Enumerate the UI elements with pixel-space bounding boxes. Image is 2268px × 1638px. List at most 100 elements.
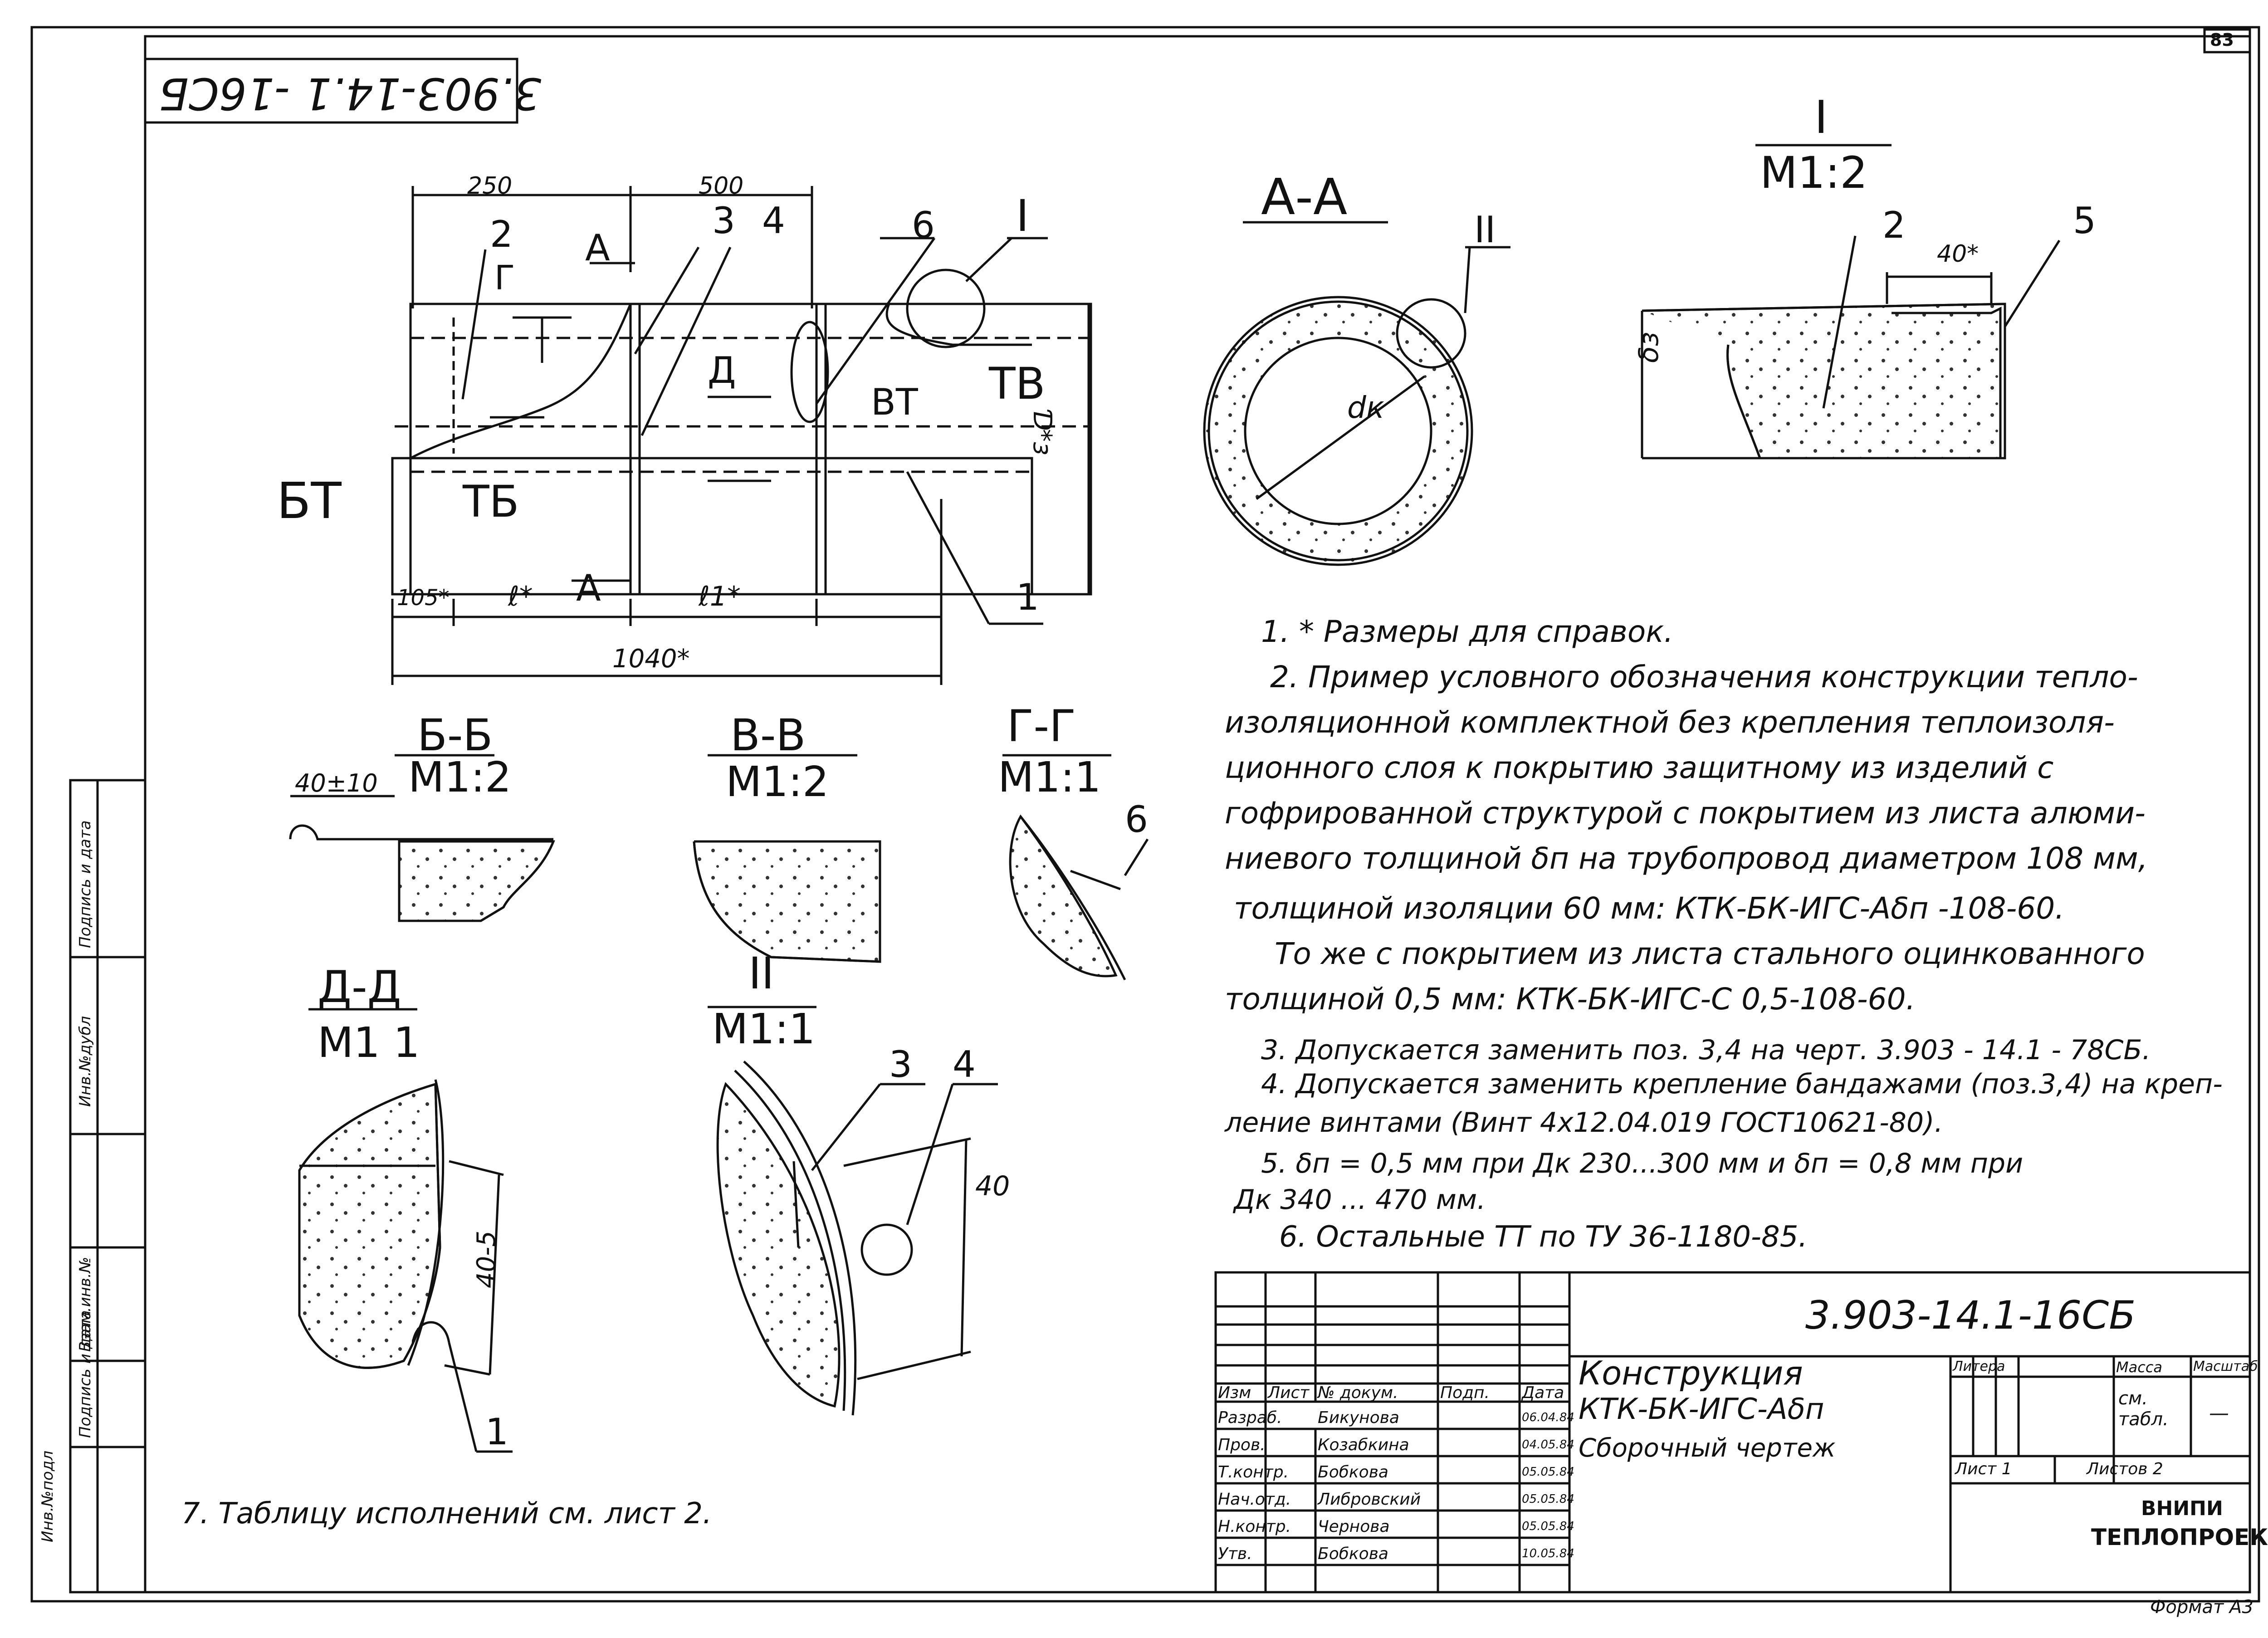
tb-label: ТБ — [463, 476, 519, 527]
note-2-line7: То же с покрытием из листа стального оци… — [1275, 936, 2145, 971]
sheet-number: 83 — [2210, 30, 2234, 50]
section-dd-pos1: 1 — [485, 1411, 508, 1453]
tb-row-role: Пров. — [1218, 1436, 1266, 1454]
detail-i-scale: М1:2 — [1760, 147, 1868, 198]
section-dd-title: Д-Д — [318, 962, 401, 1012]
section-dd-scale: М1 1 — [318, 1018, 420, 1067]
tb-title-2: КТК-БК-ИГС-Аδп — [1579, 1393, 1824, 1426]
tv-label: ТВ — [989, 358, 1046, 409]
pos-3-label: 3 — [712, 200, 735, 242]
side-stamp-sign2: Подпись и дата — [76, 820, 94, 948]
tb-head-date: Дата — [1522, 1384, 1564, 1402]
dim-d-ins: Ɗ*з — [1027, 408, 1057, 455]
section-gg — [1002, 754, 1149, 981]
tb-head-list: Лист — [1268, 1384, 1310, 1402]
note-4: 4. Допускается заменить крепление бандаж… — [1261, 1068, 2223, 1100]
note-2-line5: ниевого толщиной δп на трубопровод диаме… — [1225, 841, 2148, 876]
pos-1-label: 1 — [1016, 576, 1039, 618]
cut-g-top: Г — [494, 259, 515, 298]
detail-ii — [708, 1006, 998, 1416]
section-dd — [298, 1008, 513, 1453]
cut-d-top: Д — [708, 349, 736, 391]
note-1: 1. * Размеры для справок. — [1261, 614, 1674, 649]
cut-a-top: А — [585, 227, 610, 269]
tb-mass-value: см. табл. — [2118, 1388, 2169, 1430]
dk-label: dк — [1347, 390, 1384, 425]
tb-title-3: Сборочный чертеж — [1579, 1433, 1836, 1463]
section-gg-title: Г-Г — [1007, 701, 1076, 752]
tb-row-role: Разраб. — [1218, 1408, 1282, 1427]
tb-row-name: Козабкина — [1318, 1436, 1409, 1454]
section-bb-dim: 40±10 — [295, 769, 378, 797]
detail-ii-scale: М1:1 — [712, 1005, 816, 1053]
tb-head-izm: Изм — [1218, 1384, 1251, 1402]
outer-frame — [30, 26, 2260, 1603]
tb-row-date: 05.05.84 — [1522, 1465, 1574, 1479]
detail-i-d3: δз — [1633, 332, 1665, 363]
section-bb-scale: М1:2 — [408, 753, 512, 802]
detail-ii-dim: 40 — [975, 1170, 1010, 1202]
note-2-line8: толщиной 0,5 мм: КТК-БК-ИГС-С 0,5-108-60… — [1225, 982, 1916, 1017]
note-2: 2. Пример условного обозначения конструк… — [1270, 660, 2138, 694]
note-4-line2: ление винтами (Винт 4х12.04.019 ГОСТ1062… — [1225, 1107, 1943, 1139]
tb-doc-code: 3.903-14.1-16СБ — [1805, 1293, 2136, 1338]
section-bb-title: Б-Б — [417, 710, 493, 761]
tb-row-date: 04.05.84 — [1522, 1438, 1574, 1452]
note-5: 5. δп = 0,5 мм при Дк 230...300 мм и δп … — [1261, 1148, 2024, 1179]
note-5-line2: Дк 340 ... 470 мм. — [1234, 1184, 1486, 1216]
tb-col-litera: Литера — [1953, 1359, 2005, 1374]
tb-row-name: Либровский — [1318, 1490, 1421, 1509]
section-vv-title: В-В — [730, 710, 806, 761]
callout-i: I — [1016, 191, 1029, 241]
tb-org-2: ТЕПЛОПРОЕКТ — [2091, 1524, 2268, 1550]
section-gg-pos6: 6 — [1125, 798, 1148, 841]
detail-i-title: I — [1814, 91, 1828, 144]
tb-col-mass: Масса — [2116, 1359, 2163, 1376]
note-7: 7. Таблицу исполнений см. лист 2. — [181, 1497, 712, 1530]
tb-row-name: Бикунова — [1318, 1408, 1399, 1427]
pos-4-label: 4 — [762, 200, 785, 242]
side-stamp — [69, 779, 147, 1594]
section-vv — [693, 754, 881, 963]
main-view — [391, 186, 1092, 685]
tb-head-doc: № докум. — [1318, 1384, 1398, 1402]
detail-ii-title: II — [748, 948, 774, 999]
tb-row-role: Утв. — [1218, 1545, 1252, 1563]
detail-i — [1641, 144, 2061, 460]
section-bb — [289, 754, 555, 922]
side-stamp-vzam: Взам.инв.№ — [76, 1257, 94, 1352]
tb-row-date: 05.05.84 — [1522, 1492, 1574, 1506]
tb-row-name: Бобкова — [1318, 1545, 1388, 1563]
bt-label: БТ — [277, 472, 342, 530]
section-gg-scale: М1:1 — [998, 753, 1101, 802]
tb-row-date: 06.04.84 — [1522, 1411, 1574, 1424]
sheet-format: Формат А3 — [2150, 1597, 2253, 1618]
note-2-line4: гофрированной структурой с покрытием из … — [1225, 796, 2146, 831]
pos-2-label: 2 — [490, 213, 513, 255]
dim-l1: ℓ1* — [699, 581, 741, 612]
tb-row-role: Н.контр. — [1218, 1517, 1291, 1536]
tb-row-date: 05.05.84 — [1522, 1520, 1574, 1533]
detail-ii-pos3: 3 — [889, 1043, 912, 1085]
note-2-line3: ционного слоя к покрытию защитному из из… — [1225, 750, 2054, 785]
detail-i-pos2: 2 — [1882, 204, 1906, 246]
note-2-line2: изоляционной комплектной без крепления т… — [1225, 705, 2115, 740]
detail-i-dim40: 40* — [1937, 240, 1979, 268]
tb-title-1: Конструкция — [1579, 1354, 1803, 1392]
callout-ii: II — [1474, 209, 1496, 251]
note-3: 3. Допускается заменить поз. 3,4 на черт… — [1261, 1034, 2151, 1066]
tb-row-name: Чернова — [1318, 1517, 1390, 1536]
dim-105: 105* — [397, 585, 450, 611]
cut-a-bottom: А — [576, 567, 601, 609]
dim-250: 250 — [467, 172, 513, 200]
side-stamp-inv: Инв.№подл — [39, 1450, 57, 1542]
dim-l: ℓ* — [508, 581, 533, 612]
tb-row-date: 10.05.84 — [1522, 1547, 1574, 1560]
tb-scale-value: — — [2209, 1402, 2229, 1425]
pos-6-label: 6 — [912, 204, 935, 246]
side-stamp-dubl: Инв.№дубл — [76, 1016, 94, 1107]
detail-i-pos5: 5 — [2073, 200, 2096, 242]
tb-row-role: Нач.отд. — [1218, 1490, 1291, 1509]
